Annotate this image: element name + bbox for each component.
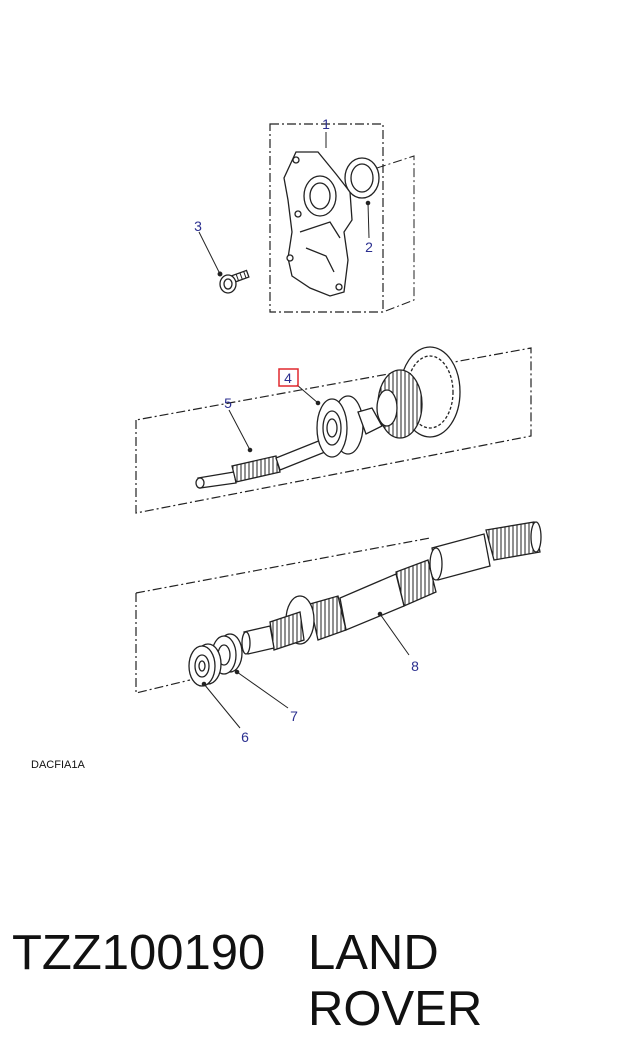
callout-3: 3 — [194, 218, 202, 234]
group-1-leaders — [325, 132, 415, 313]
part-number: TZZ100190 — [12, 926, 266, 980]
brand-name: LAND ROVER — [308, 926, 483, 1036]
part-4-bearing — [316, 395, 364, 458]
part-8-main-shaft — [241, 521, 542, 655]
callout-8: 8 — [411, 658, 419, 674]
callout-6: 6 — [241, 729, 249, 745]
drawing-code: DACFIA1A — [31, 759, 85, 771]
group-box-3 — [135, 537, 431, 694]
group-2-leaders — [228, 384, 321, 453]
part-2-oil-seal — [344, 157, 380, 199]
callout-4: 4 — [284, 370, 292, 386]
part-3-bolt — [198, 231, 250, 294]
callout-2: 2 — [365, 239, 373, 255]
callout-5: 5 — [224, 395, 232, 411]
footer: TZZ100190 LAND ROVER — [0, 925, 626, 1036]
highlight-box — [278, 368, 299, 387]
part-input-gear — [357, 346, 461, 439]
callout-7: 7 — [290, 708, 298, 724]
callout-1: 1 — [322, 116, 330, 132]
part-6-bearing — [188, 643, 222, 687]
group-3-leaders — [201, 611, 410, 729]
group-box-1 — [269, 123, 384, 313]
part-1-housing — [283, 151, 353, 297]
